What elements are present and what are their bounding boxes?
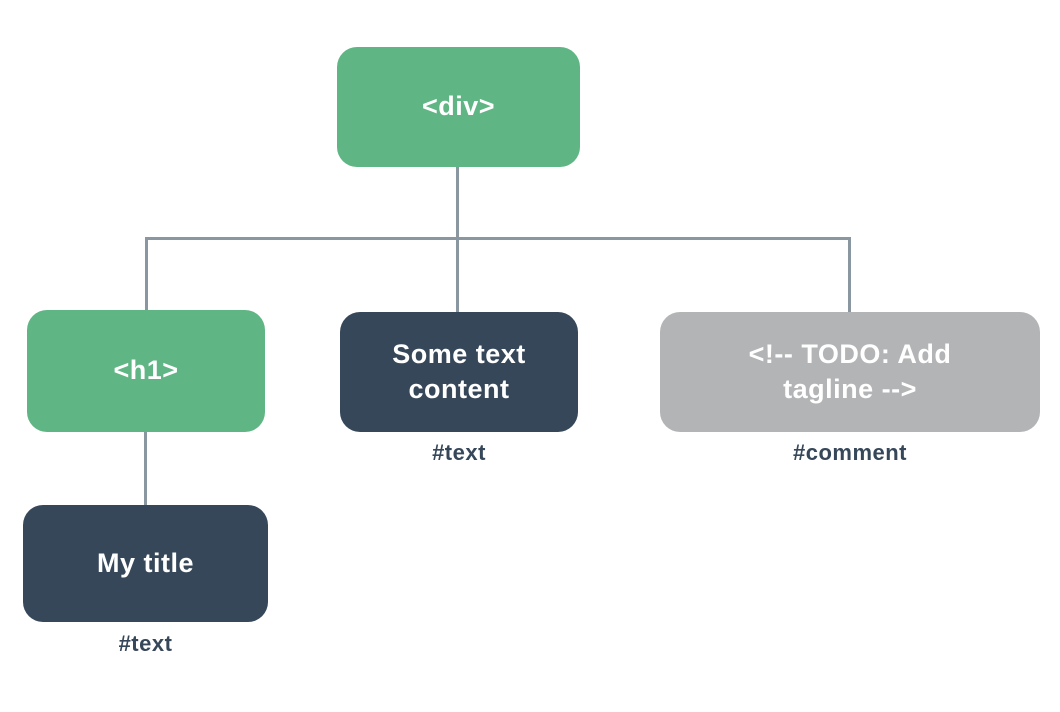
node-comment-caption: #comment [792,440,908,465]
node-h1-element: <h1> [27,310,265,432]
node-text-caption: #text [432,440,486,465]
connector-drop-comment [848,237,851,312]
connector-drop-h1 [145,237,148,310]
node-text-content: Some text content [340,312,578,432]
node-my-title-text: My title [23,505,268,622]
connector-h1-to-text [144,432,147,505]
node-comment: <!-- TODO: Add tagline --> [660,312,1040,432]
connector-children-horizontal [145,237,851,240]
node-my-title-caption: #text [118,631,173,656]
node-div-element: <div> [337,47,580,167]
